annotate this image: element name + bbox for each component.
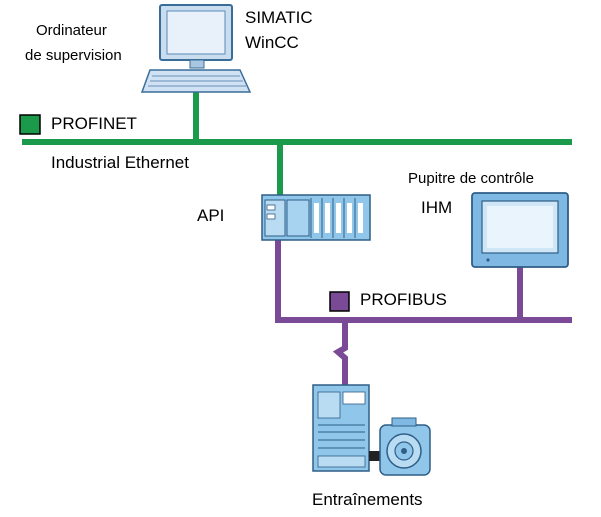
api-label: API (197, 206, 225, 225)
profibus-legend-square (329, 291, 350, 312)
panel-title-label: Pupitre de contrôle (408, 170, 534, 187)
industrial-ethernet-label: Industrial Ethernet (51, 153, 189, 172)
drive-motor-cable (369, 451, 381, 461)
pc-label-line2: de supervision (25, 47, 122, 64)
drives-label: Entraînements (312, 490, 423, 509)
motor-icon (379, 417, 431, 476)
profibus-label: PROFIBUS (360, 290, 447, 309)
wincc-label: WinCC (245, 33, 299, 52)
pc-label-line1: Ordinateur (36, 22, 107, 39)
profinet-label: PROFINET (51, 114, 137, 133)
profinet-legend-square (19, 114, 41, 135)
profibus-network (275, 240, 572, 385)
plc-icon (261, 194, 371, 241)
drive-icon (312, 384, 370, 472)
simatic-label: SIMATIC (245, 8, 313, 27)
profibus-drive-drop (332, 320, 348, 385)
hmi-panel-icon (471, 192, 569, 268)
ihm-label: IHM (421, 198, 453, 217)
computer-icon (140, 4, 252, 93)
